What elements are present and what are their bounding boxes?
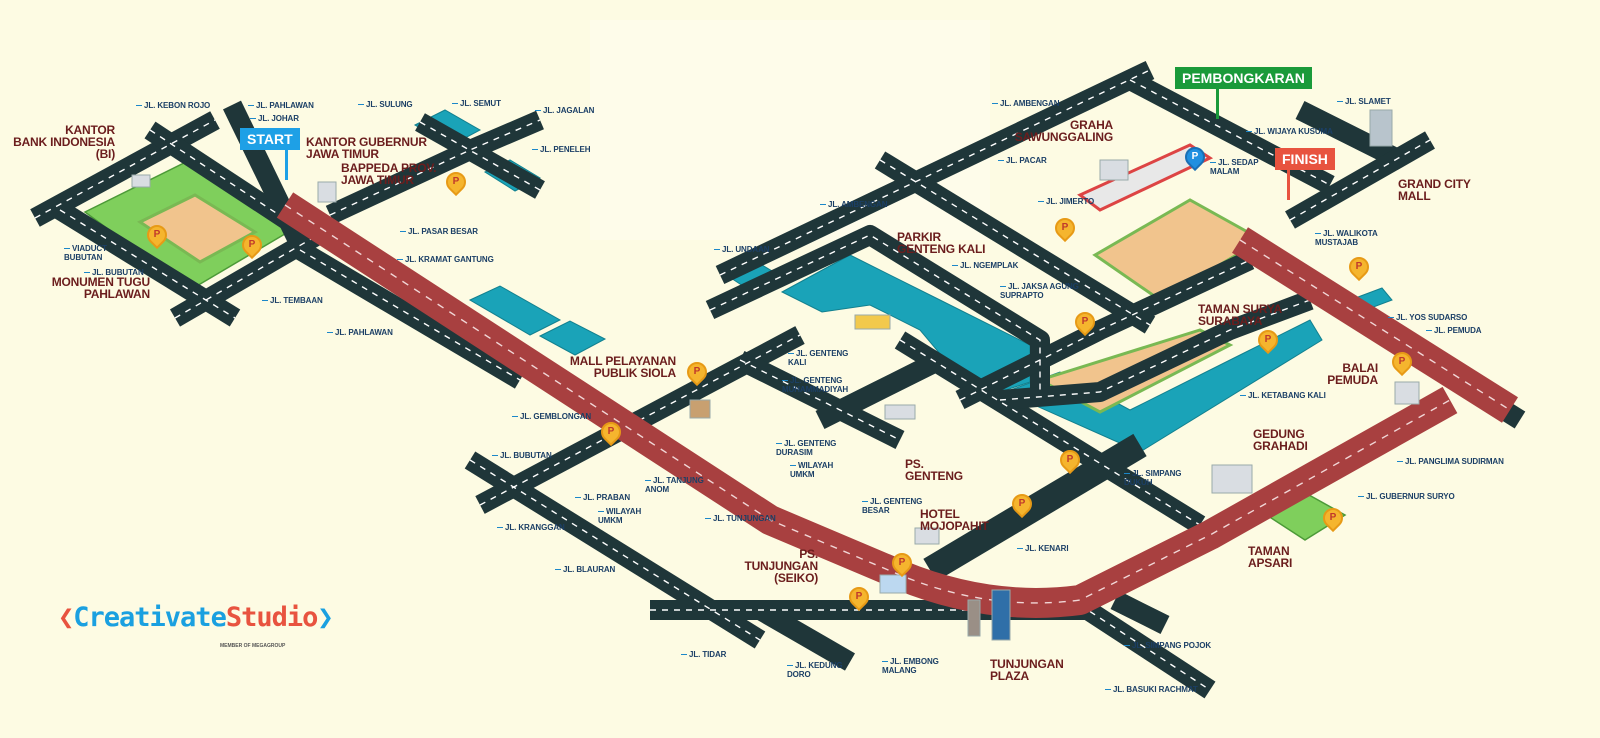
street-label: JL. GEMBLONGAN [512,412,591,421]
finish-banner: FINISH [1275,148,1335,170]
street-label: JL. KRANGGAN [497,523,565,532]
finish-arrow [1287,170,1290,200]
street-label: JL. BASUKI RACHMAT [1105,685,1198,694]
street-label: JL. YOS SUDARSO [1388,313,1467,322]
street-label: JL. GENTENG MUHAMMADIYAH [782,376,849,394]
street-label: JL. PENELEH [532,145,591,154]
street-label: JL. KETABANG KALI [1240,391,1326,400]
street-label: JL. PAHLAWAN [327,328,393,337]
street-label: JL. BLAURAN [555,565,615,574]
street-label: JL. PANGLIMA SUDIRMAN [1397,457,1504,466]
start-banner: START [240,128,300,150]
landmark-label: GEDUNG GRAHADI [1253,427,1308,453]
landmark-label: MONUMEN TUGU PAHLAWAN [51,275,150,301]
street-label: WILAYAH UMKM [598,507,642,525]
street-label: JL. GENTENG KALI [788,349,849,367]
landmark-label: BALAI PEMUDA [1327,361,1378,387]
street-label: JL. SLAMET [1337,97,1391,106]
street-label: JL. PEMUDA [1426,326,1482,335]
street-label: JL. JOHAR [250,114,299,123]
street-label: JL. KRAMAT GANTUNG [397,255,494,264]
street-label: JL. PAHLAWAN [248,101,314,110]
landmark-label: KANTOR BANK INDONESIA (BI) [13,123,115,161]
street-label: JL. GUBERNUR SURYO [1358,492,1455,501]
start-arrow [285,150,288,180]
landmark-label: PS. GENTENG [905,457,963,483]
landmark-label: KANTOR GUBERNUR JAWA TIMUR [306,135,427,161]
street-label: JL. UNDAAN [714,245,770,254]
street-label: JL. BUBUTAN [84,268,144,277]
street-label: JL. KEBON ROJO [136,101,210,110]
street-label: JL. TUNJUNGAN [705,514,776,523]
street-label: JL. SIMPANG POJOK [1124,641,1211,650]
street-label: JL. JAKSA AGUNG SUPRAPTO [1000,282,1079,300]
street-label: JL. WALIKOTA MUSTAJAB [1315,229,1378,247]
street-label: JL. TIDAR [681,650,726,659]
creativate-studio-logo: ❮CreativateStudio❯ [58,602,334,633]
landmark-label: PS. TUNJUNGAN (SEIKO) [744,547,818,585]
street-label: JL. GENTENG DURASIM [776,439,837,457]
street-label: JL. JAGALAN [535,106,594,115]
street-label: JL. SIMPANG DUKUH [1124,469,1182,487]
street-label: JL. SEMUT [452,99,501,108]
pembongkaran-banner: PEMBONGKARAN [1175,67,1312,89]
street-label: JL. JIMERTO [1038,197,1094,206]
logo-subtitle: MEMBER OF MEGAGROUP [220,643,286,649]
main-route [285,205,1510,603]
landmark-label: HOTEL MOJOPAHIT [920,507,989,533]
street-label: VIADUCT BUBUTAN [64,244,107,262]
street-label: JL. GENTENG BESAR [862,497,923,515]
street-label: JL. NGEMPLAK [952,261,1018,270]
street-label: JL. AMBENGAN [820,200,888,209]
street-label: JL. KENARI [1017,544,1069,553]
street-label: JL. TANJUNG ANOM [645,476,704,494]
landmark-label: TAMAN SURYA SURABAYA [1198,302,1283,328]
street-label: JL. TEMBAAN [262,296,323,305]
landmark-label: BAPPEDA PROV. JAWA TIMUR [341,161,437,187]
street-label: JL. EMBONG MALANG [882,657,939,675]
street-label: WILAYAH UMKM [790,461,834,479]
pembongkaran-arrow [1216,89,1219,119]
street-label: JL. PACAR [998,156,1047,165]
street-label: JL. PASAR BESAR [400,227,478,236]
street-label: JL. SULUNG [358,100,413,109]
street-label: JL. BUBUTAN [492,451,552,460]
landmark-label: GRAND CITY MALL [1398,177,1471,203]
landmark-label: GRAHA SAWUNGGALING [1014,118,1113,144]
street-label: JL. WIJAYA KUSUMA [1246,127,1333,136]
landmark-label: PARKIR GENTENG KALI [897,230,986,256]
street-label: JL. PRABAN [575,493,630,502]
street-label: JL. SEDAP MALAM [1210,158,1259,176]
buildings [131,109,1420,641]
street-label: JL. KEDUNG DORO [787,661,843,679]
landmark-label: MALL PELAYANAN PUBLIK SIOLA [569,354,676,380]
light-panel [590,20,990,240]
street-label: JL. AMBENGAN [992,99,1060,108]
landmark-label: TAMAN APSARI [1248,544,1293,570]
landmark-label: TUNJUNGAN PLAZA [990,657,1064,683]
